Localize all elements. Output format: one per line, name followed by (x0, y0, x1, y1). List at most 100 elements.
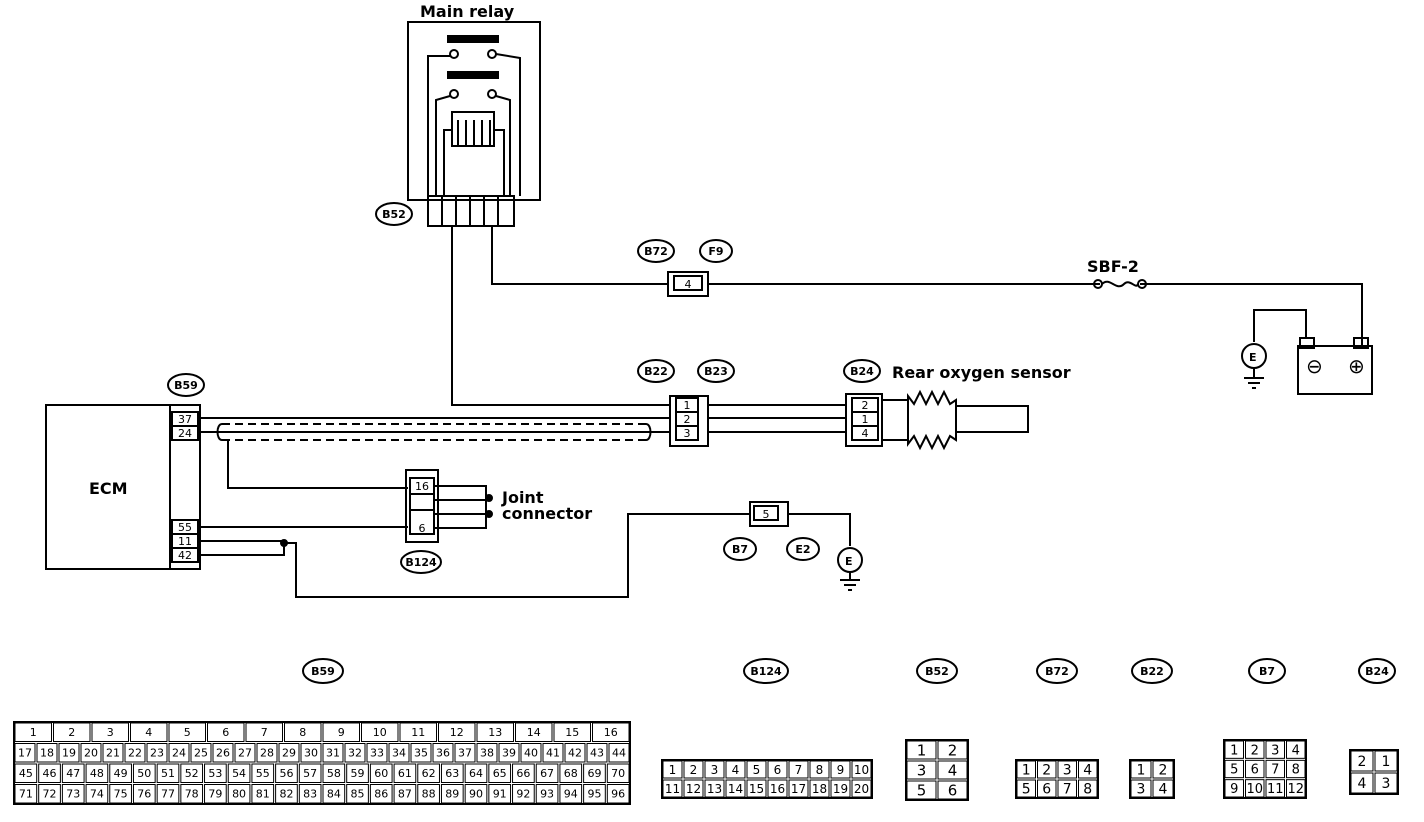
pin-label-b59-40: 40 (524, 747, 538, 760)
pin-cell-b59-56 (275, 763, 298, 783)
pin-label-b124-9: 9 (837, 763, 845, 777)
joint-connector-label-1: Joint (501, 488, 544, 507)
tag-f9: F9 (708, 245, 723, 258)
pin-cell-b52-4 (937, 760, 968, 780)
pin-cell-b124-16 (767, 779, 788, 798)
pin-cell-b59-35 (410, 743, 432, 763)
pin-cell-b52-1 (906, 740, 937, 760)
pin-cell-b59-50 (132, 763, 156, 783)
pin-cell-b59-20 (80, 743, 102, 763)
pin-cell-b59-7 (245, 722, 283, 742)
b22-b23-connector-body (669, 395, 709, 447)
pin-label-b124-14: 14 (728, 782, 743, 796)
pin-label-b59-22: 22 (128, 747, 142, 760)
pin-cell-b59-85 (346, 784, 369, 804)
fuse-label: SBF-2 (1087, 257, 1139, 276)
pin-label-b59-28: 28 (260, 747, 274, 760)
pin-label-b59-43: 43 (590, 747, 604, 760)
pin-label-b59-8: 8 (299, 726, 306, 739)
pin-label-b59-27: 27 (238, 747, 252, 760)
pin-label-b24-2: 2 (1358, 754, 1367, 770)
pin-label-b59-86: 86 (374, 788, 388, 801)
pin-label-b59-48: 48 (90, 767, 104, 780)
pin-label-b59-12: 12 (450, 726, 464, 739)
pin-cell-b7-3 (1265, 740, 1285, 759)
tag-oval-e2 (786, 537, 820, 561)
pin-cell-b59-40 (520, 743, 542, 763)
pin-cell-b59-75 (109, 784, 132, 804)
tag-b23: B23 (704, 365, 728, 378)
pin-label-b52-5: 5 (917, 781, 927, 799)
pin-label-b59-81: 81 (256, 788, 270, 801)
tag-b72: B72 (644, 245, 668, 258)
pin-cell-b22-1 (1130, 760, 1152, 779)
pin-cell-b59-93 (535, 784, 559, 804)
pin-label-b24-3: 3 (1382, 776, 1391, 792)
pin-cell-b59-23 (146, 743, 168, 763)
pin-label-b59-66: 66 (516, 767, 530, 780)
tag-oval-b22-top (637, 359, 675, 383)
pin-cell-b22-2 (1152, 760, 1174, 779)
pin-cell-b59-15 (553, 722, 591, 742)
pin-b124-16: 16 (415, 480, 429, 493)
pin-cell-b59-62 (417, 763, 440, 783)
pin-label-b59-74: 74 (90, 788, 104, 801)
pin-label-b124-19: 19 (833, 782, 848, 796)
pin-label-b7-7: 7 (1271, 763, 1279, 778)
pin-label-b59-32: 32 (348, 747, 362, 760)
pin-label-b59-9: 9 (338, 726, 345, 739)
pin-b24-4: 4 (862, 427, 869, 440)
pin-label-b59-11: 11 (411, 726, 425, 739)
pin-label-b7-11: 11 (1267, 782, 1284, 797)
pin-label-b59-3: 3 (107, 726, 114, 739)
pin-label-b59-16: 16 (604, 726, 618, 739)
pin-cell-b59-33 (366, 743, 388, 763)
pin-cell-b59-42 (564, 743, 586, 763)
main-relay-box (407, 21, 541, 201)
pin-cell-b59-1 (14, 722, 52, 742)
pin-b22-2: 2 (684, 413, 691, 426)
pin-cell-b59-30 (300, 743, 322, 763)
pin-cell-b59-32 (344, 743, 366, 763)
pin-cell-b59-77 (156, 784, 180, 804)
view-tag-b72: B72 (1045, 665, 1069, 678)
pin-cell-b59-36 (432, 743, 454, 763)
pin-label-b59-19: 19 (62, 747, 76, 760)
tag-oval-b72-top (637, 239, 675, 263)
pin-label-b59-42: 42 (568, 747, 582, 760)
pin-label-b59-29: 29 (282, 747, 296, 760)
pin-cell-b22-4 (1152, 779, 1174, 798)
pin-label-b59-75: 75 (114, 788, 128, 801)
pin-cell-b59-67 (535, 763, 559, 783)
pin-label-b59-67: 67 (540, 767, 554, 780)
pin-label-b7-3: 3 (1271, 743, 1279, 758)
pin-label-b59-18: 18 (40, 747, 54, 760)
pin-label-b59-85: 85 (351, 788, 365, 801)
pin-cell-b59-9 (322, 722, 360, 742)
pin-cell-b124-18 (809, 779, 830, 798)
pin-cell-b59-70 (606, 763, 630, 783)
tag-oval-b7-top (723, 537, 757, 561)
pin-cell-b124-12 (683, 779, 704, 798)
pin-label-b7-9: 9 (1230, 782, 1238, 797)
pin-label-b124-16: 16 (770, 782, 785, 796)
tag-oval-b124-top (400, 550, 442, 574)
pin-cell-b59-68 (559, 763, 583, 783)
main-relay-label: Main relay (420, 2, 515, 21)
pin-label-b59-52: 52 (185, 767, 199, 780)
pin-cell-b24-2 (1350, 750, 1374, 772)
pin-cell-b7-1 (1224, 740, 1244, 759)
pin-cell-b59-3 (91, 722, 129, 742)
pin-label-b59-15: 15 (565, 726, 579, 739)
pin-cell-b124-8 (809, 760, 830, 779)
pin-cell-b59-60 (369, 763, 393, 783)
pin-label-b72-7: 7 (1063, 782, 1072, 798)
pin-cell-b59-10 (361, 722, 399, 742)
pin-cell-b7-4 (1286, 740, 1306, 759)
tag-e2: E2 (795, 543, 810, 556)
pin-cell-b59-66 (512, 763, 535, 783)
pin-cell-b24-1 (1374, 750, 1398, 772)
pin-label-b59-60: 60 (374, 767, 388, 780)
pin-cell-b7-11 (1265, 779, 1285, 798)
battery-positive-icon: ⊕ (1348, 354, 1365, 378)
